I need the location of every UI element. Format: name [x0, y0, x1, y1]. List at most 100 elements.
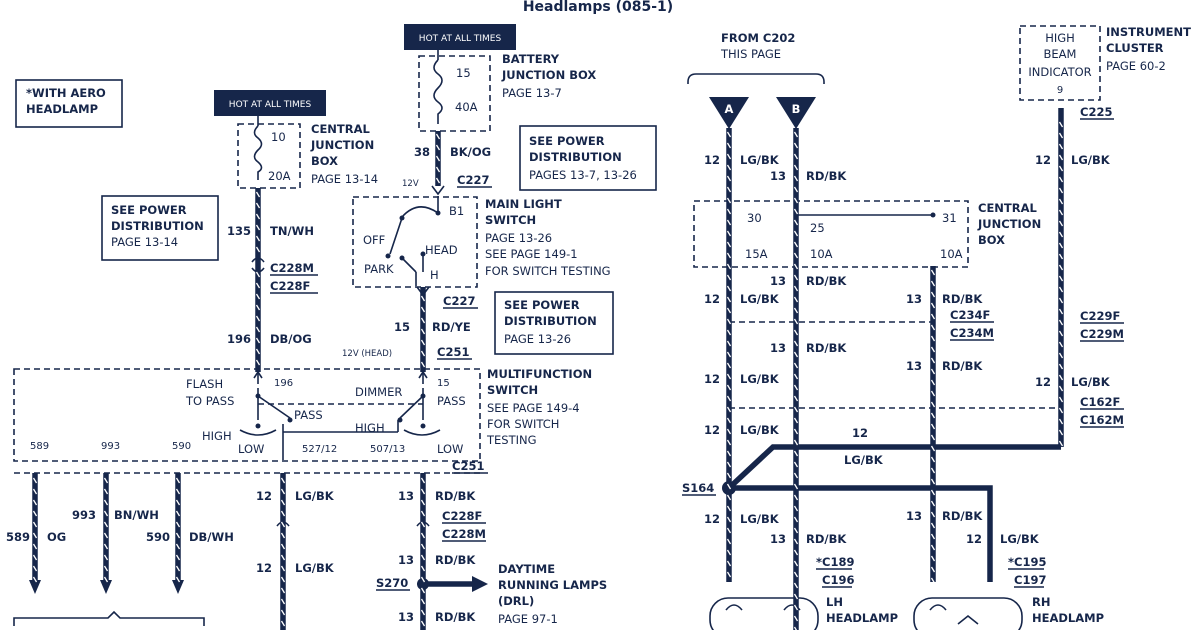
voltage-head-label: 12V (HEAD) [342, 349, 392, 359]
mfs-pass-left: PASS [294, 408, 323, 422]
wire-hatch-mark [280, 521, 286, 528]
wire-12a-color: LG/BK [295, 489, 335, 503]
mfs-high-right: HIGH [355, 421, 385, 435]
wire-135-label: 135 [227, 224, 251, 238]
right-w13b-label: 13 [770, 274, 786, 288]
wire-12-rh-feed [729, 485, 993, 582]
aero-note-line1: *WITH AERO [26, 86, 106, 100]
wire-hatch-mark [1058, 418, 1064, 425]
wire-hatch-mark [1058, 429, 1064, 436]
wire-hatch-mark [1058, 352, 1064, 359]
wire-hatch-mark [793, 175, 799, 182]
wire-993-color: BN/WH [114, 508, 159, 522]
mfs-pass-right: PASS [437, 394, 466, 408]
wire-hatch-mark [1058, 132, 1064, 139]
wire-15-color: RD/YE [432, 320, 471, 334]
right-w12f-label: 12 [704, 512, 720, 526]
right-w13e-label: 13 [770, 341, 786, 355]
wire-hatch-mark [435, 166, 441, 173]
wire-hatch-mark [726, 351, 732, 358]
wire-hatch-mark [420, 488, 426, 495]
wire-hatch-mark [255, 235, 261, 242]
connector-c228f-lower: C228F [442, 509, 482, 523]
mfs-low-left: LOW [238, 442, 264, 456]
wire-hatch-mark [32, 477, 38, 484]
connector-c162f: C162F [1080, 395, 1120, 409]
wire-hatch-mark [32, 521, 38, 528]
wire-hatch-mark [726, 538, 732, 545]
power-dist-2-line1: SEE POWER [529, 134, 605, 148]
wire-hatch-mark [793, 197, 799, 204]
from-c202-label: FROM C202 [721, 31, 795, 45]
cjb-right-name3: BOX [978, 233, 1005, 247]
central-box-name1: CENTRAL [311, 122, 371, 136]
wire-hatch-mark [930, 489, 936, 496]
wire-hatch-mark [793, 417, 799, 424]
wire-hatch-mark [726, 461, 732, 468]
wire-13c-color: RD/BK [435, 610, 476, 624]
wire-hatch-mark [420, 554, 426, 561]
connector-c225: C225 [1080, 105, 1112, 119]
wire-hatch-mark [793, 307, 799, 314]
wire-hatch-mark [793, 516, 799, 523]
wire-hatch-mark [103, 554, 109, 561]
voltage-12v-label: 12V [402, 179, 419, 189]
connector-a-icon [709, 97, 749, 129]
right-w13b-color: RD/BK [806, 274, 847, 288]
wire-hatch-mark [793, 472, 799, 479]
hb-line3: INDICATOR [1028, 65, 1091, 79]
wire-hatch-mark [103, 477, 109, 484]
wire-hatch-mark [1058, 176, 1064, 183]
wire-hatch-mark [726, 516, 732, 523]
wire-hatch-mark [793, 153, 799, 160]
wire-hatch-mark [793, 373, 799, 380]
wire-hatch-mark [726, 263, 732, 270]
connector-c189: *C189 [816, 555, 854, 569]
wire-hatch-mark [280, 488, 286, 495]
instrument-cluster-name1: INSTRUMENT [1106, 25, 1191, 39]
connector-c195: *C195 [1008, 555, 1046, 569]
wire-hatch-mark [420, 532, 426, 539]
wire-hatch-mark [1058, 308, 1064, 315]
wire-hatch-mark [280, 587, 286, 594]
main-switch-arm [401, 206, 439, 218]
connector-c228f: C228F [270, 279, 310, 293]
battery-junction-box [418, 55, 491, 132]
wire-hatch-mark [726, 285, 732, 292]
wire-hatch-mark [1058, 198, 1064, 205]
wire-hatch-mark [726, 340, 732, 347]
wire-hatch-mark [726, 406, 732, 413]
wire-hatch-mark [726, 274, 732, 281]
wire-hatch-mark [280, 477, 286, 484]
switch-b1-label: B1 [449, 204, 464, 218]
power-dist-3-line3: PAGE 13-26 [504, 332, 571, 346]
wire-hatch-mark [793, 241, 799, 248]
wire-hatch-mark [175, 477, 181, 484]
cjb-fuse-15a: 15A [745, 247, 768, 261]
wire-hatch-mark [280, 620, 286, 627]
wire-hatch-mark [1058, 209, 1064, 216]
wire-hatch-mark [930, 313, 936, 320]
wire-hatch-mark [930, 324, 936, 331]
wire-hatch-mark [1058, 341, 1064, 348]
mfs-circuit-507: 507/13 [370, 444, 405, 455]
hot-label-right-text: HOT AT ALL TIMES [419, 34, 502, 44]
this-page-label: THIS PAGE [720, 47, 781, 61]
splice-s164: S164 [682, 481, 714, 495]
right-w12a-label: 12 [704, 153, 720, 167]
cjb-fuse-25: 25 [810, 221, 825, 235]
wire-hatch-mark [420, 306, 426, 313]
wire-hatch-mark [793, 208, 799, 215]
main-switch-testing: FOR SWITCH TESTING [485, 264, 611, 278]
wire-hatch-mark [255, 224, 261, 231]
wire-589-color: OG [47, 530, 66, 544]
right-w12c-color: LG/BK [740, 372, 780, 386]
wire-hatch-mark [793, 395, 799, 402]
right-w12b-label: 12 [704, 292, 720, 306]
wire-hatch-mark [726, 384, 732, 391]
wire-hatch-mark [435, 155, 441, 162]
connector-c234f: C234F [950, 308, 990, 322]
wire-hatch-mark [32, 532, 38, 539]
wire-hatch-mark [1058, 220, 1064, 227]
